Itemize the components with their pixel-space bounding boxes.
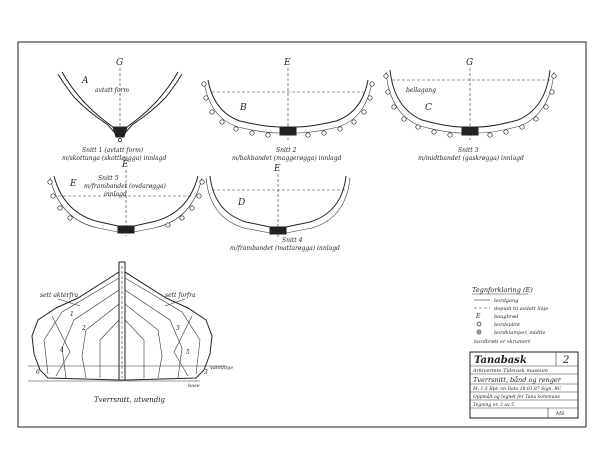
- legend-footer: bordbrøtt er skrumert: [474, 339, 531, 345]
- section-a-letter: A: [81, 76, 89, 86]
- hull-caption: Tverrsnitt, utvendig: [94, 396, 166, 404]
- hull-plank-number: 6: [36, 369, 40, 376]
- title-block-sheet-number: 2: [562, 355, 569, 366]
- section-d-caption-2: m/frambandet (mattarøgga) innlagd: [230, 245, 340, 252]
- section-a-keel: [112, 126, 128, 138]
- hull-base-label: base: [188, 383, 200, 389]
- section-b-letter: B: [239, 103, 247, 113]
- hull-plank-lines: [43, 277, 201, 379]
- hull-plank-number: 5: [186, 349, 190, 356]
- title-block-title: Tanabask: [474, 355, 527, 366]
- hull-right-label: sett forfra: [165, 292, 196, 299]
- legend-row: bordsplint: [494, 322, 521, 328]
- hull-plank-number: 4: [59, 347, 64, 354]
- section-b-caption-1: Snitt 2: [276, 147, 297, 154]
- section-e-caption-3: innlagd: [104, 191, 127, 198]
- hull-outline-right: [124, 271, 213, 381]
- section-c: G bellagang C Snitt 3 m/midtbandet (gask…: [383, 58, 557, 162]
- legend-row: bordklamper, midtle: [494, 330, 545, 336]
- section-b-inner-outline: [207, 79, 369, 128]
- section-e-keel: [117, 225, 135, 234]
- section-c-inner-outline: [389, 69, 551, 128]
- section-b-axis-label: E: [283, 58, 291, 68]
- section-a: G A avtatt form Snitt 1 (avtatt form) m/…: [57, 58, 183, 162]
- section-c-axis-label: G: [466, 58, 473, 68]
- section-d-axis-label: E: [273, 164, 281, 174]
- section-a-rivet: [118, 138, 122, 142]
- section-d: E D Snitt 4 m/frambandet (mattarøgga) in…: [205, 164, 351, 252]
- section-a-caption-2: m/skottunga (skottløsgga) innlagd: [62, 155, 167, 162]
- section-a-axis-label: G: [116, 58, 123, 68]
- section-c-rivets: [383, 73, 557, 138]
- legend-swatch-clamp-dot: [478, 331, 480, 333]
- drawing-frame-outer: [17, 41, 587, 428]
- section-c-letter: C: [425, 103, 432, 113]
- hull-stem-post: [118, 261, 126, 381]
- legend-swatch-rivet: [476, 321, 482, 327]
- section-e-letter: E: [69, 179, 77, 189]
- section-a-inner-note: avtatt form: [95, 87, 129, 94]
- hull-exterior-view: sett akterfra sett forfra vannlinje base: [28, 261, 233, 404]
- title-block-scale: M: 1:5 Rpt: nn Dato 18.01.87 Sign. RC: [472, 386, 562, 392]
- section-c-caption-1: Snitt 3: [458, 147, 479, 154]
- section-e-caption-2: m/frambandet (ovdarøgga): [84, 183, 167, 190]
- section-b-caption-2: m/bakbandet (maggerøgga) innlagd: [232, 155, 342, 162]
- hull-plank-number: 3: [204, 369, 208, 376]
- section-d-letter: D: [237, 198, 245, 208]
- title-block-drawing-number: Tegning nr. 2 av 5: [473, 402, 514, 408]
- section-b-rivets: [201, 81, 375, 138]
- hull-left-label: sett akterfra: [40, 292, 78, 299]
- section-b: E B Snitt 2 m/bakbandet (maggerøgga) inn…: [201, 58, 375, 162]
- hull-plank-number: 2: [81, 325, 86, 332]
- legend-swatch-symbol: E: [475, 313, 481, 320]
- section-e-rivets: [47, 179, 205, 228]
- section-b-keel: [279, 127, 297, 136]
- legend-title: Tegnforklaring (E): [472, 286, 533, 294]
- section-c-inner-note: bellagang: [406, 87, 436, 94]
- hull-outline-left: [31, 271, 120, 381]
- hull-waterline-label: vannlinje: [210, 365, 233, 371]
- hull-plank-number: 3: [176, 325, 180, 332]
- title-block-subtitle: Tverrsnitt, bånd og renger: [473, 375, 562, 384]
- legend-row: depudi til avdatt linje: [494, 306, 548, 312]
- title-block-stamp: MS: [555, 411, 565, 417]
- section-c-caption-2: m/midtbandet (gaskrøgga) innlagd: [418, 155, 524, 162]
- legend: Tegnforklaring (E) bordgang depudi til a…: [472, 286, 548, 345]
- section-e-axis-label: E: [121, 160, 129, 170]
- title-block: Tanabask 2 Arkivermte Tidsrask museum Tv…: [469, 351, 579, 419]
- section-e-caption-1: Snitt 5: [98, 175, 119, 182]
- legend-row: bordgang: [494, 298, 518, 304]
- section-d-caption-1: Snitt 4: [282, 237, 303, 244]
- section-d-keel: [269, 226, 287, 235]
- title-block-frame: [469, 351, 579, 419]
- section-e: E E Snitt 5 m/frambandet (ovdarøgga) inn…: [47, 160, 205, 236]
- title-block-measured: Oppmålt og tegnet for Tana kommune: [473, 393, 560, 400]
- legend-row: baugbrød: [494, 314, 518, 320]
- hull-plank-number: 1: [70, 311, 74, 318]
- title-block-museum: Arkivermte Tidsrask museum: [472, 368, 548, 374]
- section-a-caption-1: Snitt 1 (avtatt form): [82, 147, 144, 154]
- section-c-keel: [461, 127, 479, 136]
